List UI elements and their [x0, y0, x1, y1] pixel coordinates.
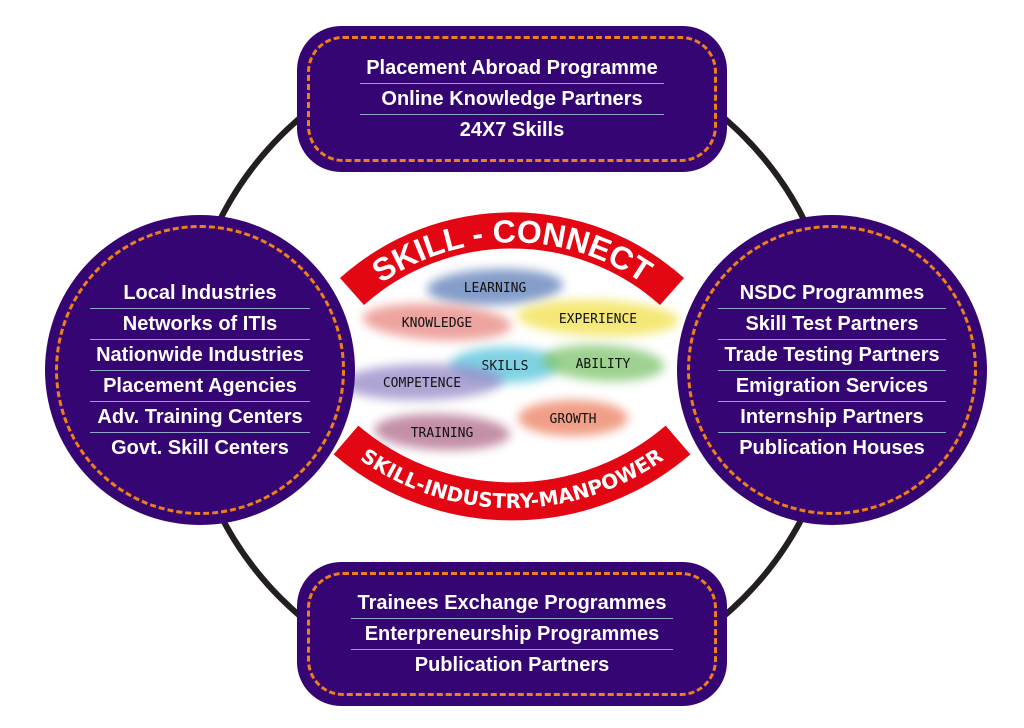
left-item: Govt. Skill Centers [90, 431, 310, 463]
bottom-item: Enterpreneurship Programmes [351, 618, 673, 649]
bottom-item: Publication Partners [351, 649, 673, 680]
word-label: LEARNING [464, 281, 527, 296]
word-label: ABILITY [576, 357, 631, 372]
subtitle-textpath: SKILL-INDUSTRY-MANPOWER [357, 443, 668, 513]
word-competence: COMPETENCE [341, 363, 503, 401]
color-patch [341, 363, 503, 401]
left-item: Networks of ITIs [90, 307, 310, 339]
word-knowledge: KNOWLEDGE [362, 303, 512, 341]
word-experience: EXPERIENCE [517, 299, 679, 337]
color-patch [427, 268, 563, 306]
right-item: Publication Houses [718, 431, 946, 463]
color-patch [374, 413, 510, 451]
title-band [340, 212, 684, 305]
left-item: Nationwide Industries [90, 338, 310, 370]
right-item: Trade Testing Partners [718, 338, 946, 370]
left-item: Placement Agencies [90, 369, 310, 401]
top-item: Placement Abroad Programme [366, 57, 658, 79]
right-item: NSDC Programmes [739, 281, 925, 304]
word-training: TRAINING [374, 413, 510, 451]
right-item: Internship Partners [718, 400, 946, 432]
color-patch [518, 400, 628, 436]
word-label: COMPETENCE [383, 376, 461, 391]
word-label: SKILLS [482, 359, 529, 374]
word-label: TRAINING [411, 426, 474, 441]
word-cloud: LEARNING KNOWLEDGE EXPERIENCE SKILLS ABILITY… [341, 268, 679, 451]
right-item: Emigration Services [718, 369, 946, 401]
bottom-item: Trainees Exchange Programmes [357, 592, 667, 614]
word-ability: ABILITY [541, 344, 665, 382]
left-item: Adv. Training Centers [90, 400, 310, 432]
top-item: 24X7 Skills [360, 114, 664, 145]
right-item: Skill Test Partners [718, 307, 946, 339]
left-item: Local Industries [123, 281, 277, 304]
word-learning: LEARNING [427, 268, 563, 306]
color-patch [362, 303, 512, 341]
subtitle-text: SKILL-INDUSTRY-MANPOWER [357, 443, 668, 513]
subtitle-band [333, 425, 691, 521]
color-patch [517, 299, 679, 337]
color-patch [541, 344, 665, 382]
word-label: GROWTH [550, 412, 597, 427]
word-growth: GROWTH [518, 400, 628, 436]
word-label: KNOWLEDGE [402, 316, 472, 331]
top-item: Online Knowledge Partners [360, 83, 664, 114]
word-label: EXPERIENCE [559, 312, 637, 327]
